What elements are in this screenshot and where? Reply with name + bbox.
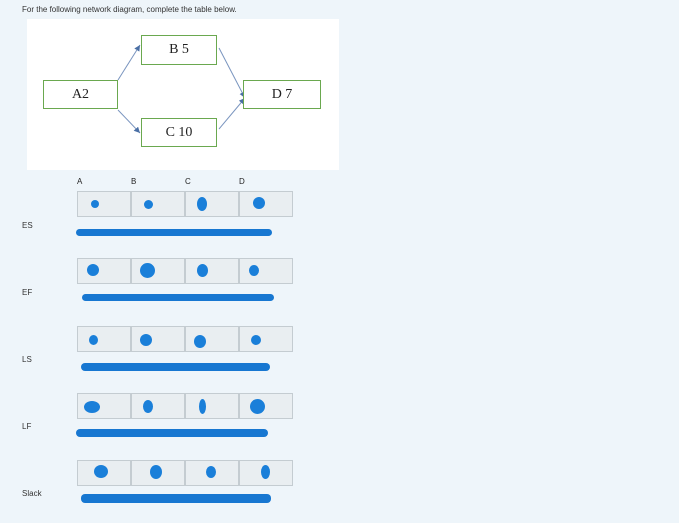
answer-cell-ef-c[interactable] [185,258,239,284]
answer-cell-lf-b[interactable] [131,393,185,419]
answer-cell-es-c[interactable] [185,191,239,217]
redaction-scribble [81,363,270,371]
answer-cell-ls-a[interactable] [77,326,131,352]
redaction-mark [253,197,265,209]
node-d: D 7 [243,80,321,109]
answer-cell-slack-a[interactable] [77,460,131,486]
answer-cell-slack-c[interactable] [185,460,239,486]
answer-cell-ls-b[interactable] [131,326,185,352]
column-label-b: B [131,177,137,186]
column-label-d: D [239,177,245,186]
redaction-mark [194,335,206,348]
redaction-mark [150,465,162,479]
redaction-mark [197,264,208,277]
answer-cell-lf-c[interactable] [185,393,239,419]
arrow-a-b [117,44,141,81]
redaction-mark [143,400,153,413]
redaction-mark [197,197,207,211]
redaction-mark [94,465,108,478]
node-a: A2 [43,80,118,109]
row-label-ef: EF [22,288,33,297]
node-c: C 10 [141,118,217,147]
answer-cell-ef-a[interactable] [77,258,131,284]
row-label-es: ES [22,221,33,230]
answer-cell-slack-b[interactable] [131,460,185,486]
arrow-c-d [218,97,246,130]
instruction-text: For the following network diagram, compl… [22,5,237,14]
redaction-scribble [76,229,272,236]
answer-cell-es-d[interactable] [239,191,293,217]
redaction-mark [91,200,99,208]
answer-cell-es-a[interactable] [77,191,131,217]
redaction-mark [89,335,98,345]
network-diagram: A2 B 5 C 10 D 7 [27,19,339,170]
answer-cell-slack-d[interactable] [239,460,293,486]
redaction-scribble [82,294,274,301]
redaction-scribble [81,494,271,503]
answer-cell-ls-d[interactable] [239,326,293,352]
redaction-mark [250,399,265,414]
redaction-mark [87,264,99,276]
row-label-slack: Slack [22,489,42,498]
redaction-mark [251,335,261,345]
redaction-mark [206,466,216,478]
redaction-mark [199,399,206,414]
arrow-a-c [117,109,141,134]
arrow-b-d [218,47,246,99]
diagram-arrows [117,44,246,134]
answer-cell-lf-d[interactable] [239,393,293,419]
redaction-mark [84,401,100,413]
answer-cell-ef-b[interactable] [131,258,185,284]
answer-cell-ls-c[interactable] [185,326,239,352]
answer-cell-es-b[interactable] [131,191,185,217]
row-label-ls: LS [22,355,32,364]
node-b: B 5 [141,35,217,65]
answer-cell-lf-a[interactable] [77,393,131,419]
redaction-mark [144,200,153,209]
redaction-scribble [76,429,268,437]
column-label-c: C [185,177,191,186]
redaction-mark [140,334,152,346]
redaction-mark [140,263,155,278]
answer-cell-ef-d[interactable] [239,258,293,284]
column-label-a: A [77,177,83,186]
redaction-mark [261,465,270,479]
row-label-lf: LF [22,422,32,431]
redaction-mark [249,265,259,276]
